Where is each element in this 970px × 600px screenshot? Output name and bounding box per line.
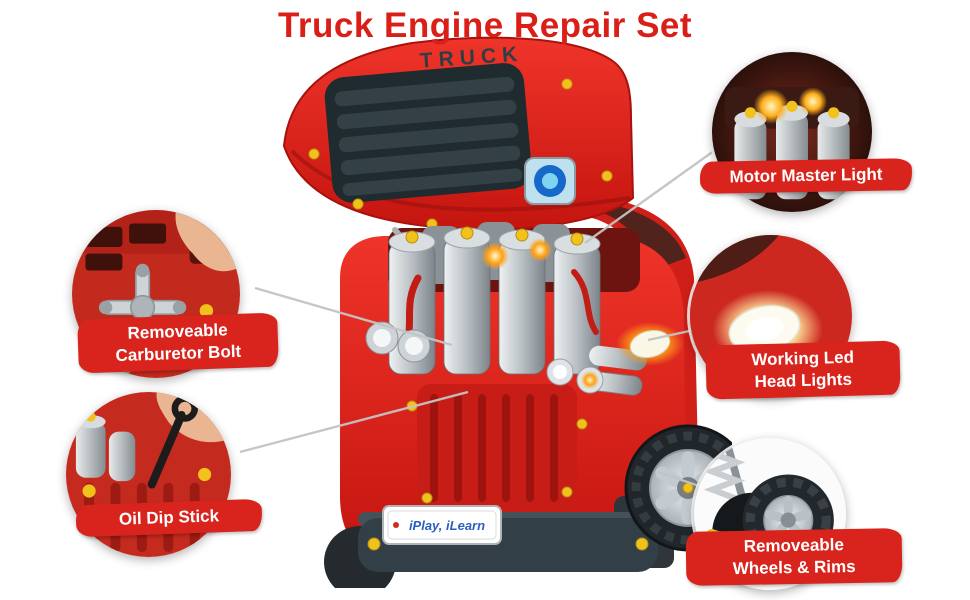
label-text: Motor Master Light	[729, 164, 883, 187]
page-title: Truck Engine Repair Set	[277, 6, 693, 45]
label-motor-master-light: Motor Master Light	[699, 158, 913, 194]
license-plate: iPlay, iLearn	[382, 505, 502, 545]
label-oil-dip-stick: Oil Dip Stick	[75, 498, 263, 537]
glow-light	[753, 88, 789, 124]
shock-absorber	[703, 443, 747, 502]
lower-engine-block	[406, 384, 588, 512]
label-text: Oil Dip Stick	[118, 506, 220, 529]
hood-grille	[324, 63, 532, 203]
headlight	[616, 322, 684, 366]
lower-lamps	[546, 358, 604, 394]
label-text: Head Lights	[754, 369, 853, 392]
label-text: Wheels & Rims	[732, 556, 856, 578]
hood-bolts	[308, 78, 613, 230]
engine-block	[388, 222, 647, 396]
front-bumper: iPlay, iLearn	[358, 505, 658, 572]
label-removeable-wheels-rims: Removeable Wheels & Rims	[685, 528, 903, 586]
truck-illustration: TRUCK	[262, 26, 752, 598]
truck-hood: TRUCK	[282, 36, 635, 231]
label-removeable-carburetor-bolt: Removeable Carburetor Bolt	[77, 312, 279, 373]
engine-light-glow	[481, 242, 509, 270]
truck-svg: TRUCK	[282, 36, 752, 598]
glow-light	[798, 87, 828, 116]
label-working-led-head-lights: Working Led Head Lights	[705, 340, 901, 400]
engine-cylinders	[388, 226, 601, 375]
engine-hose	[571, 269, 599, 335]
hood-emblem	[524, 157, 576, 205]
engine-light-glow	[528, 238, 552, 262]
license-plate-text: iPlay, iLearn	[409, 518, 485, 533]
